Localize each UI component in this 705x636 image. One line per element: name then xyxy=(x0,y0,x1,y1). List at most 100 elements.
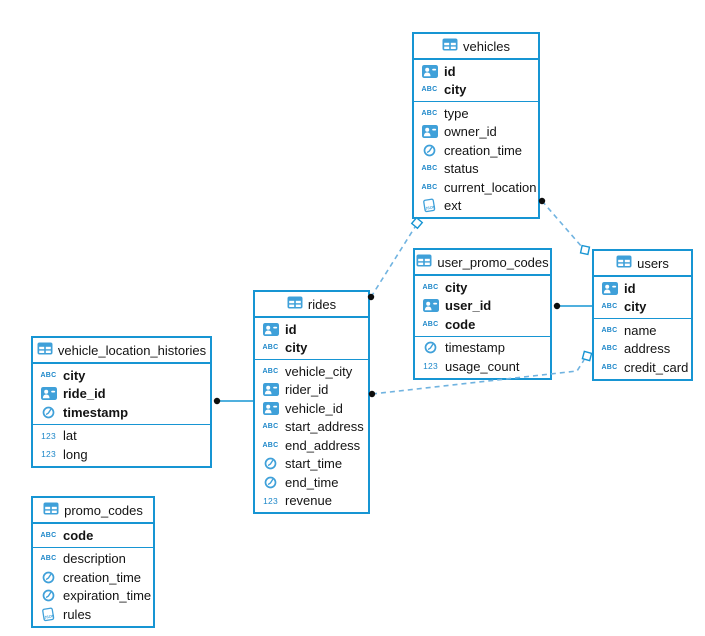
relationship-dot-marker xyxy=(553,302,561,310)
table-header[interactable]: rides xyxy=(255,292,368,318)
column-owner_id[interactable]: owner_id xyxy=(414,123,538,142)
column-address[interactable]: ABC address xyxy=(594,340,691,359)
timestamp-type-icon xyxy=(260,457,281,470)
column-name: ext xyxy=(444,198,462,214)
column-code[interactable]: ABC code xyxy=(33,526,153,545)
column-name: city xyxy=(624,299,647,315)
string-type-icon: ABC xyxy=(262,423,279,431)
string-type-icon: ABC xyxy=(262,344,279,352)
relationship-vehicle_location_histories-rides[interactable] xyxy=(213,397,253,405)
column-city[interactable]: ABC city xyxy=(415,278,550,297)
column-creation_time[interactable]: creation_time xyxy=(33,568,153,587)
column-expiration_time[interactable]: expiration_time xyxy=(33,587,153,606)
column-name: city xyxy=(445,279,468,295)
relationship-line xyxy=(541,200,583,248)
column-name: owner_id xyxy=(444,124,497,140)
column-id[interactable]: id xyxy=(255,320,368,339)
string-type-icon: ABC xyxy=(262,367,279,375)
relationship-vehicles-users[interactable] xyxy=(538,197,591,256)
timestamp-type-icon xyxy=(38,589,59,602)
column-creation_time[interactable]: creation_time xyxy=(414,141,538,160)
column-name: address xyxy=(624,341,671,357)
table-header[interactable]: user_promo_codes xyxy=(415,250,550,276)
id-badge-icon xyxy=(420,299,441,313)
table-icon xyxy=(616,255,632,271)
column-name: description xyxy=(63,551,126,567)
table-header[interactable]: promo_codes xyxy=(33,498,153,524)
column-rider_id[interactable]: rider_id xyxy=(255,381,368,400)
column-id[interactable]: id xyxy=(414,62,538,81)
column-name: vehicle_city xyxy=(285,363,353,379)
string-type-icon: ABC xyxy=(422,283,439,291)
column-vehicle_city[interactable]: ABC vehicle_city xyxy=(255,362,368,381)
column-timestamp[interactable]: timestamp xyxy=(33,403,210,422)
string-type-icon: ABC xyxy=(40,371,57,379)
json-type-icon: JSON xyxy=(38,607,59,622)
column-name: end_address xyxy=(285,437,361,453)
table-title: vehicles xyxy=(463,38,510,54)
string-type-icon: ABC xyxy=(601,303,618,311)
column-start_time[interactable]: start_time xyxy=(255,455,368,474)
column-name: credit_card xyxy=(624,359,689,375)
relationship-square-marker xyxy=(410,216,424,230)
relationship-dot-marker xyxy=(213,397,221,405)
column-name: start_address xyxy=(285,419,364,435)
relationship-square-marker xyxy=(581,350,593,362)
column-name: long xyxy=(63,446,88,462)
table-header[interactable]: users xyxy=(594,251,691,277)
table-header[interactable]: vehicle_location_histories xyxy=(33,338,210,364)
column-name: expiration_time xyxy=(63,588,152,604)
column-city[interactable]: ABC city xyxy=(594,298,691,317)
id-badge-icon xyxy=(419,64,440,78)
id-badge-icon xyxy=(260,322,281,336)
column-id[interactable]: id xyxy=(594,279,691,298)
column-name: end_time xyxy=(285,474,339,490)
table-header[interactable]: vehicles xyxy=(414,34,538,60)
column-vehicle_id[interactable]: vehicle_id xyxy=(255,399,368,418)
id-badge-icon xyxy=(260,383,281,397)
id-badge-icon xyxy=(419,125,440,139)
table-icon xyxy=(416,254,432,270)
string-type-icon: ABC xyxy=(40,531,57,539)
table-icon xyxy=(442,38,458,54)
column-user_id[interactable]: user_id xyxy=(415,297,550,316)
string-type-icon: ABC xyxy=(601,345,618,353)
relationship-user_promo_codes-users[interactable] xyxy=(553,302,592,310)
column-timestamp[interactable]: timestamp xyxy=(415,339,550,358)
column-ride_id[interactable]: ride_id xyxy=(33,385,210,404)
column-end_time[interactable]: end_time xyxy=(255,473,368,492)
column-name: id xyxy=(285,321,297,337)
column-name: id xyxy=(444,63,456,79)
primary-key-section: ABC code xyxy=(33,524,153,548)
column-name: timestamp xyxy=(445,340,505,356)
column-start_address[interactable]: ABC start_address xyxy=(255,418,368,437)
column-name: code xyxy=(63,527,94,543)
